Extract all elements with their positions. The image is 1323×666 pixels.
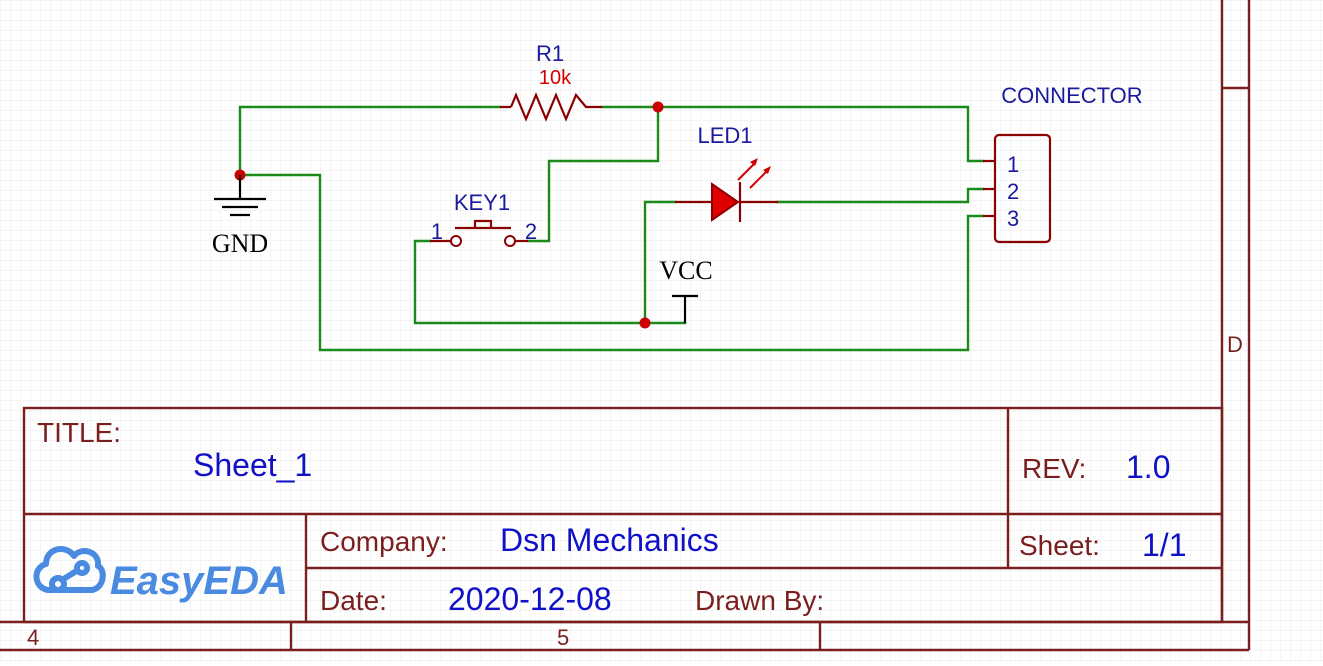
border-col-5: 5 <box>557 625 569 650</box>
wire-node-key2[interactable] <box>526 105 660 243</box>
gnd-symbol[interactable]: GND <box>212 175 268 258</box>
wire-gnd-connector3[interactable] <box>238 173 985 352</box>
date-label: Date: <box>320 585 387 616</box>
connector[interactable]: 1 2 3 CONNECTOR <box>983 83 1143 244</box>
wire-r1-connector1[interactable] <box>600 105 985 163</box>
date-value[interactable]: 2020-12-08 <box>448 581 612 617</box>
key1-pin1: 1 <box>431 219 443 244</box>
connector-pin-2: 2 <box>1007 179 1019 204</box>
key1-designator: KEY1 <box>454 190 510 215</box>
connector-pin-3: 3 <box>1007 206 1019 231</box>
drawn-by-label: Drawn By: <box>695 585 824 616</box>
connector-pin-1: 1 <box>1007 152 1019 177</box>
wire-led-connector2[interactable] <box>776 187 985 204</box>
sheet-label: Sheet: <box>1019 530 1100 561</box>
vcc-label: VCC <box>659 256 712 285</box>
company-value[interactable]: Dsn Mechanics <box>500 522 719 558</box>
junction-r1 <box>652 101 664 113</box>
wire-gnd-r1[interactable] <box>238 105 502 177</box>
border-col-4: 4 <box>27 625 39 650</box>
junction-vcc <box>639 317 651 329</box>
border-row-d: D <box>1227 332 1243 357</box>
r1-value: 10k <box>539 67 572 89</box>
connector-designator: CONNECTOR <box>1001 83 1142 108</box>
rev-value[interactable]: 1.0 <box>1126 449 1170 485</box>
led-led1[interactable]: LED1 <box>675 123 778 222</box>
wires <box>238 105 985 352</box>
easyeda-logo: EasyEDA <box>33 546 288 603</box>
resistor-zigzag <box>509 92 602 122</box>
vcc-symbol[interactable]: VCC <box>659 256 713 323</box>
wire-key1-vcc[interactable] <box>413 239 647 325</box>
resistor-r1[interactable]: R1 10k <box>500 41 602 122</box>
switch-key1[interactable]: KEY1 1 2 <box>430 190 537 247</box>
key1-pin2: 2 <box>525 219 537 244</box>
rev-label: REV: <box>1022 453 1086 484</box>
sheet-value[interactable]: 1/1 <box>1142 527 1186 563</box>
cloud-logo-icon <box>33 546 106 593</box>
led-triangle <box>711 182 740 222</box>
gnd-label: GND <box>212 229 268 258</box>
led1-designator: LED1 <box>697 123 752 148</box>
title-label: TITLE: <box>37 417 121 448</box>
title-value[interactable]: Sheet_1 <box>193 447 312 483</box>
wire-vcc-led[interactable] <box>643 200 677 325</box>
r1-designator: R1 <box>536 41 564 66</box>
company-label: Company: <box>320 526 448 557</box>
title-block: TITLE: Sheet_1 REV: 1.0 Company: Dsn Mec… <box>22 406 1224 624</box>
logo-text: EasyEDA <box>110 559 288 603</box>
